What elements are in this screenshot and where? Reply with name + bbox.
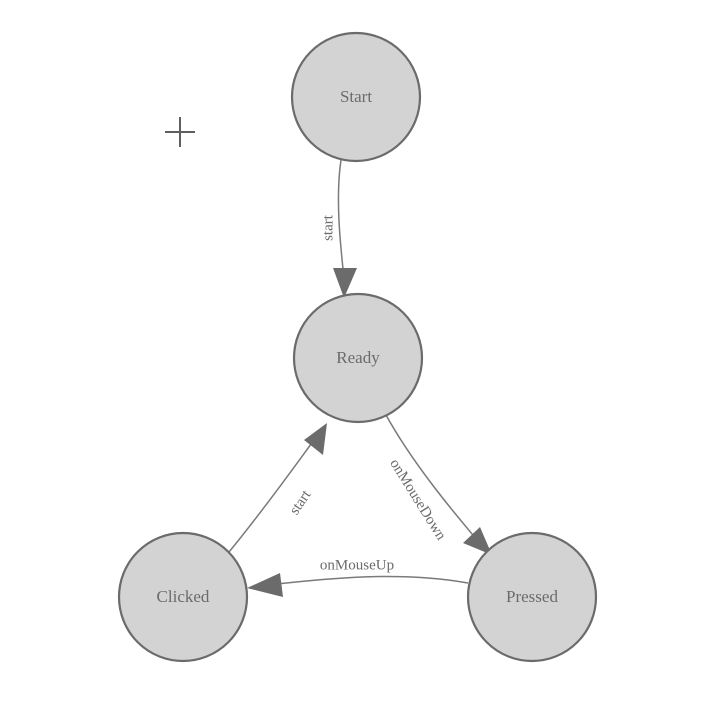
edge-label-ready-to-pressed: onMouseDown: [386, 456, 449, 543]
edge-ready-to-pressed[interactable]: onMouseDown: [385, 414, 492, 555]
state-node-ready[interactable]: Ready: [292, 292, 424, 424]
edge-clicked-to-ready[interactable]: start: [228, 423, 327, 553]
edge-path-ready-to-pressed[interactable]: [385, 414, 479, 542]
arrowhead-start-to-ready: [333, 268, 357, 298]
state-node-start[interactable]: Start: [290, 31, 422, 163]
edge-start-to-ready[interactable]: start: [320, 159, 357, 298]
edge-label-pressed-to-clicked: onMouseUp: [320, 557, 394, 573]
arrowhead-clicked-to-ready: [304, 423, 327, 455]
edge-label-start-to-ready: start: [320, 214, 336, 241]
arrowhead-pressed-to-clicked: [247, 573, 283, 597]
state-circle-ready[interactable]: [292, 292, 424, 424]
edge-path-start-to-ready[interactable]: [337, 159, 345, 279]
state-label-pressed: Pressed: [506, 587, 558, 606]
state-circle-start[interactable]: [290, 31, 422, 163]
crosshair-marker: [165, 117, 195, 147]
state-circle-pressed[interactable]: [466, 531, 598, 663]
state-node-clicked[interactable]: Clicked: [117, 531, 249, 663]
state-node-pressed[interactable]: Pressed: [466, 531, 598, 663]
edge-pressed-to-clicked[interactable]: onMouseUp: [247, 557, 469, 597]
edge-path-pressed-to-clicked[interactable]: [267, 575, 469, 586]
arrowhead-ready-to-pressed: [463, 527, 492, 555]
edge-path-clicked-to-ready[interactable]: [228, 439, 315, 553]
state-label-ready: Ready: [336, 348, 380, 367]
edge-label-clicked-to-ready: start: [287, 487, 315, 518]
state-label-clicked: Clicked: [157, 587, 210, 606]
state-label-start: Start: [340, 87, 372, 106]
state-circle-clicked[interactable]: [117, 531, 249, 663]
